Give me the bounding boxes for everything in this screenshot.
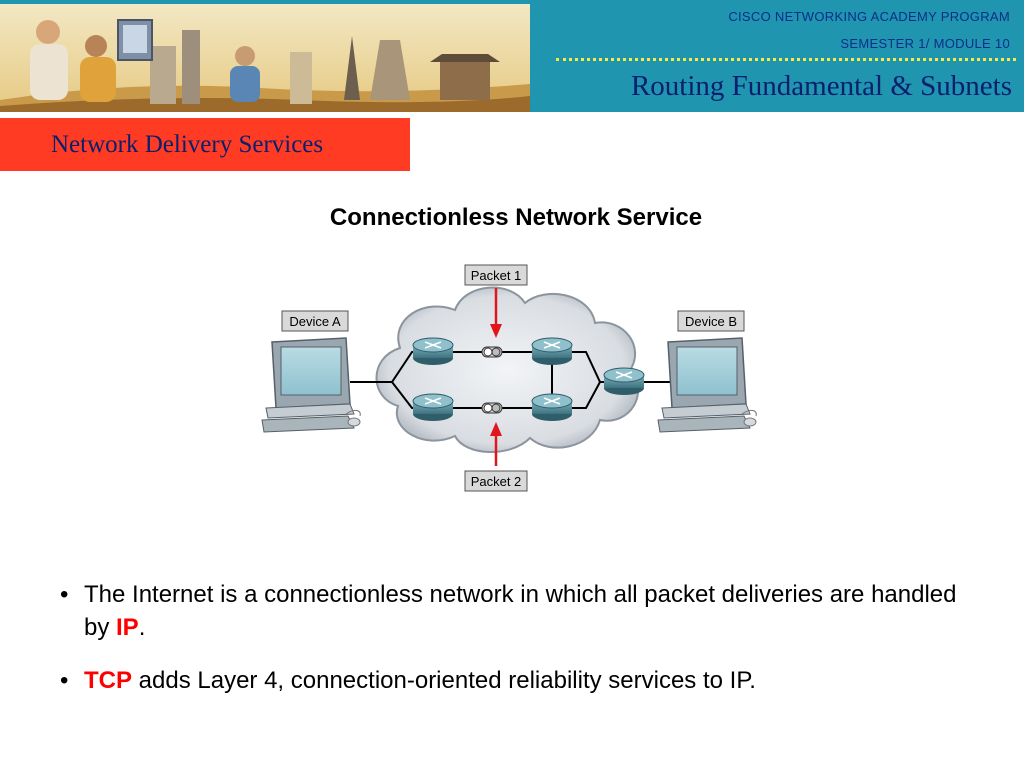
diagram-title: Connectionless Network Service	[329, 204, 703, 231]
bullet-list: • The Internet is a connectionless netwo…	[60, 578, 980, 717]
bullet-keyword-ip: IP	[116, 614, 139, 641]
packet-1-text: Packet 1	[471, 268, 522, 283]
module-label: SEMESTER 1/ MODULE 10	[840, 36, 1010, 51]
router-icon	[531, 337, 573, 365]
arrow-icon	[490, 288, 502, 338]
bullet-text: The Internet is a connectionless network…	[84, 581, 957, 641]
bullet-item: • The Internet is a connectionless netwo…	[60, 578, 980, 644]
bullet-text-end: .	[138, 614, 146, 641]
bullet-keyword-tcp: TCP	[84, 667, 132, 694]
bullet-marker: •	[60, 581, 69, 608]
network-diagram: Packet 1 Packet 2 Device A Device B	[250, 258, 780, 498]
device-a-label: Device A	[281, 310, 349, 332]
section-tab: Network Delivery Services	[0, 118, 410, 171]
slide-header: CISCO NETWORKING ACADEMY PROGRAM SEMESTE…	[0, 0, 1024, 112]
packet-icon	[481, 402, 503, 414]
router-icon	[412, 337, 454, 365]
bullet-marker: •	[60, 667, 69, 694]
device-a-text: Device A	[289, 314, 341, 329]
packet-2-text: Packet 2	[471, 474, 522, 489]
bullet-item: • TCP adds Layer 4, connection-oriented …	[60, 664, 980, 697]
packet-1-label: Packet 1	[464, 264, 528, 286]
bullet-text: adds Layer 4, connection-oriented reliab…	[132, 667, 756, 694]
cloud-icon	[375, 286, 640, 453]
header-divider	[556, 58, 1016, 61]
section-title: Network Delivery Services	[51, 131, 324, 158]
computer-icon	[657, 337, 757, 433]
router-icon	[603, 367, 645, 395]
header-banner-image	[0, 0, 530, 112]
packet-icon	[481, 346, 503, 358]
device-b-label: Device B	[677, 310, 745, 332]
router-icon	[412, 393, 454, 421]
program-name: CISCO NETWORKING ACADEMY PROGRAM	[728, 9, 1010, 24]
device-b-text: Device B	[685, 314, 737, 329]
arrow-icon	[490, 422, 502, 466]
course-title: Routing Fundamental & Subnets	[630, 70, 1012, 102]
router-icon	[531, 393, 573, 421]
packet-2-label: Packet 2	[464, 470, 528, 492]
computer-icon	[261, 337, 361, 433]
